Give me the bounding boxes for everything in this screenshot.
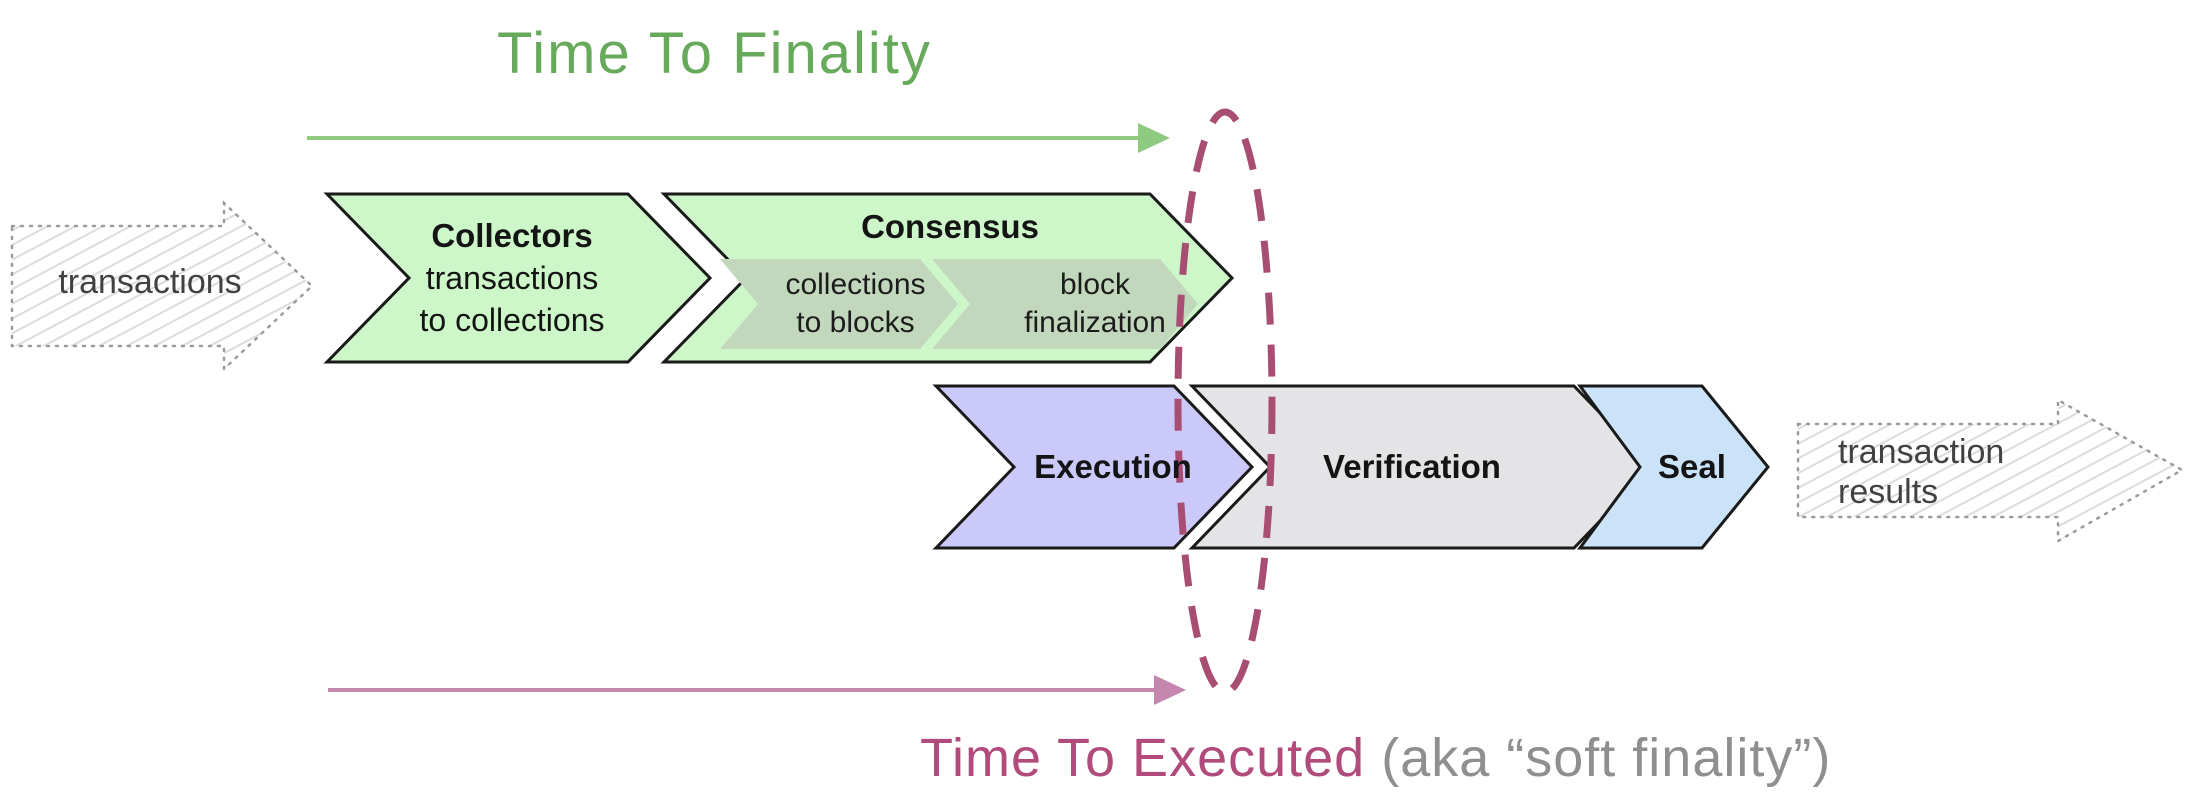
execution-chevron — [932, 384, 1255, 550]
collectors-title: Collectors — [431, 217, 593, 254]
execution-label: Execution — [1034, 448, 1192, 485]
collections-to-blocks-label: collections to blocks — [733, 266, 978, 342]
block-finalization-line1: block — [1059, 268, 1131, 301]
time-to-executed-caption-primary: Time To Executed — [920, 728, 1366, 788]
block-finalization-label: block finalization — [975, 266, 1215, 342]
time-to-executed-caption: Time To Executed (aka “soft finality”) — [920, 727, 1831, 789]
consensus-title: Consensus — [861, 208, 1039, 245]
seal-chevron — [1577, 384, 1770, 550]
transaction-results-label: transaction results — [1838, 432, 2004, 512]
collectors-subtitle-line2: to collections — [419, 302, 605, 338]
collections-to-blocks-line2: to blocks — [796, 306, 915, 339]
collections-to-blocks-subchevron — [720, 259, 958, 349]
time-to-finality-arrow — [307, 123, 1170, 153]
block-finalization-subchevron — [932, 259, 1198, 349]
transactions-input-label: transactions — [58, 263, 242, 301]
transaction-results-line2: results — [1838, 473, 1939, 511]
block-finalization-line2: finalization — [1024, 306, 1166, 339]
time-to-executed-arrow — [328, 675, 1186, 705]
time-to-executed-caption-secondary: (aka “soft finality”) — [1381, 728, 1832, 788]
collectors-chevron — [323, 192, 713, 364]
transaction-results-line1: transaction — [1838, 433, 2005, 471]
seal-label: Seal — [1658, 448, 1726, 485]
time-to-finality-title: Time To Finality — [497, 21, 932, 86]
transaction-results-output-arrow — [1796, 397, 2185, 544]
collectors-label: Collectors transactions to collections — [372, 215, 652, 341]
verification-label: Verification — [1323, 448, 1501, 485]
executed-boundary-ellipse — [1174, 108, 1276, 696]
transactions-input-arrow — [10, 200, 314, 372]
collectors-subtitle-line1: transactions — [425, 260, 599, 296]
collections-to-blocks-line1: collections — [785, 268, 926, 301]
